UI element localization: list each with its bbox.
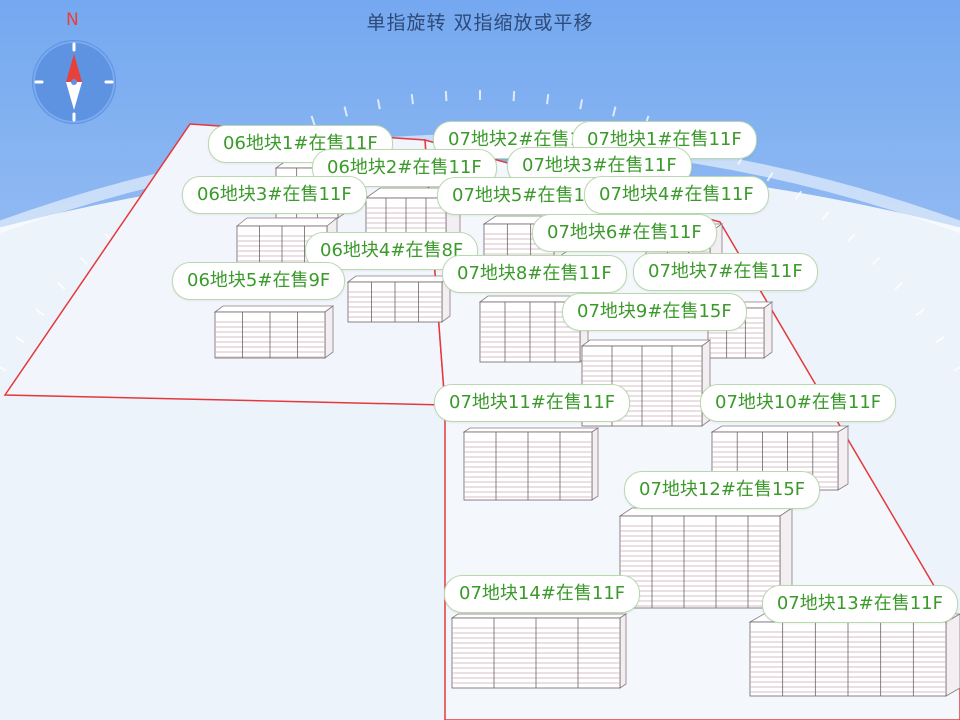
building-side	[619, 613, 627, 689]
compass-icon	[32, 40, 116, 124]
building-roof	[235, 217, 339, 227]
dial-tick	[0, 366, 7, 372]
building-label[interactable]: 07地块12#在售15F	[624, 471, 821, 509]
dial-tick	[376, 99, 381, 110]
building-block	[346, 275, 452, 323]
building-roof	[450, 613, 628, 619]
building-roof	[462, 427, 600, 433]
dial-tick	[612, 106, 617, 117]
dial-tick	[915, 308, 925, 316]
building-roof	[710, 425, 850, 433]
dial-tick	[410, 94, 414, 105]
dial-tick	[871, 256, 881, 266]
building-block	[748, 613, 960, 697]
dial-tick	[894, 281, 904, 290]
building-label[interactable]: 07地块11#在售11F	[434, 384, 631, 422]
compass-north-label: N	[66, 10, 79, 30]
building-label[interactable]: 07地块7#在售11F	[633, 253, 818, 291]
building-label[interactable]: 06地块1#在售11F	[208, 125, 393, 163]
dial-tick	[579, 99, 584, 110]
building-label[interactable]: 06地块5#在售9F	[172, 262, 346, 300]
dial-tick	[56, 281, 66, 290]
building-label[interactable]: 07地块13#在售11F	[761, 585, 958, 623]
building-roof	[580, 339, 712, 347]
dial-tick	[847, 233, 856, 242]
building-side	[837, 425, 849, 491]
building-label[interactable]: 07地块9#在售15F	[562, 293, 747, 331]
building-block	[213, 305, 335, 359]
dial-tick	[794, 190, 803, 201]
building-side	[591, 427, 599, 501]
building-label[interactable]: 07地块6#在售11F	[532, 214, 717, 252]
dial-tick	[546, 94, 550, 105]
building-label[interactable]: 07地块8#在售11F	[442, 255, 627, 293]
building-roof	[618, 507, 794, 517]
dial-tick	[935, 336, 945, 344]
building-label[interactable]: 06地块3#在售11F	[182, 176, 367, 214]
building-roof	[213, 305, 335, 313]
compass-button[interactable]	[30, 38, 118, 126]
gesture-hint: 单指旋转 双指缩放或平移	[366, 12, 594, 34]
building-block	[450, 613, 628, 689]
dial-tick	[79, 256, 89, 266]
building-block	[618, 507, 794, 609]
dial-tick	[821, 211, 830, 221]
building-label[interactable]: 07地块4#在售11F	[584, 176, 769, 214]
dial-tick	[444, 90, 448, 102]
building-label[interactable]: 07地块14#在售11F	[444, 575, 641, 613]
dial-tick	[35, 308, 45, 316]
building-face	[619, 515, 781, 609]
building-block	[462, 427, 600, 501]
building-roof	[346, 275, 452, 283]
building-side	[945, 613, 960, 697]
dial-tick	[310, 115, 316, 126]
dial-tick	[766, 171, 774, 182]
building-side	[763, 301, 773, 359]
dial-tick	[512, 90, 516, 102]
building-label[interactable]: 07地块10#在售11F	[700, 384, 897, 422]
dial-tick	[953, 366, 960, 372]
dial-tick	[15, 336, 25, 344]
building-side	[324, 305, 334, 359]
building-block	[478, 295, 590, 363]
dial-tick	[343, 106, 348, 117]
